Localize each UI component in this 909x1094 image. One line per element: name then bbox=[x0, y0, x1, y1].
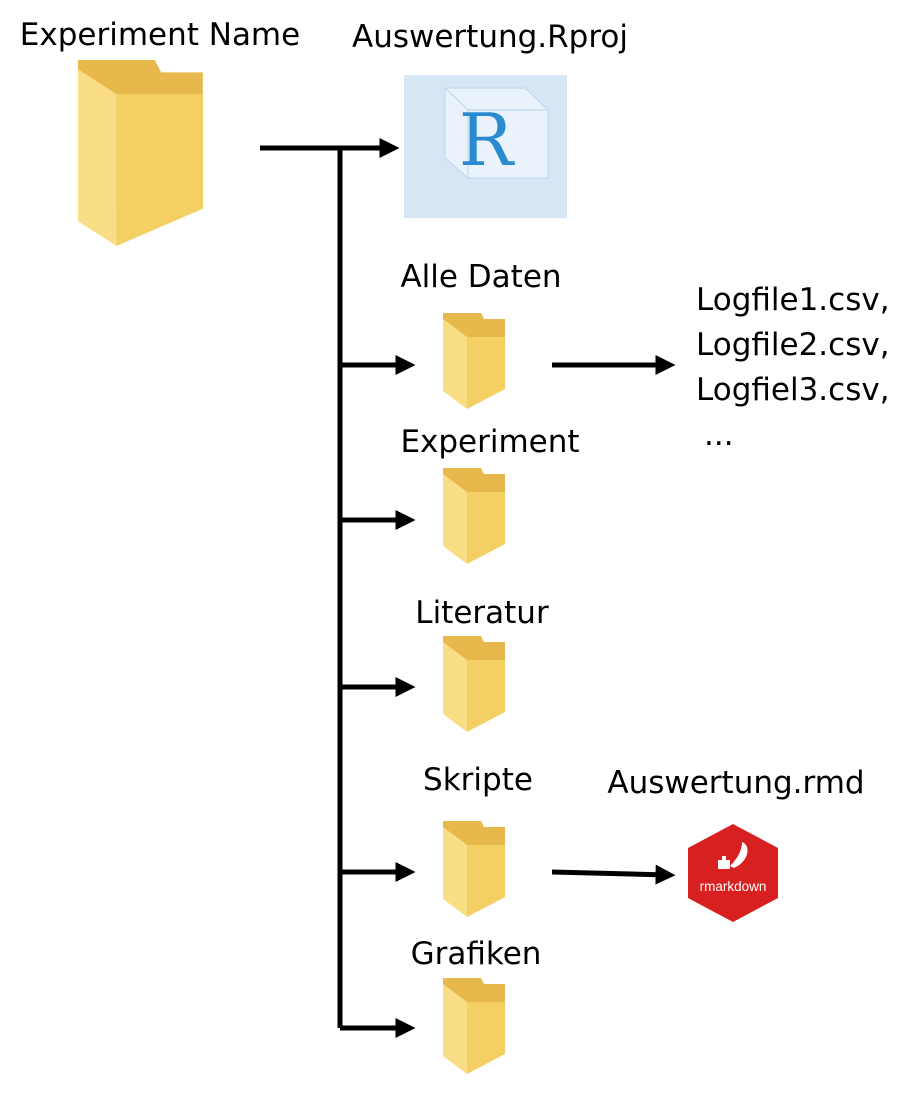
root-folder-label: Experiment Name bbox=[20, 17, 300, 53]
folder-icon-skripte[interactable] bbox=[443, 821, 505, 917]
folder-label-literatur: Literatur bbox=[415, 595, 549, 631]
logfile-item: Logfile2.csv, bbox=[696, 327, 890, 363]
folder-label-alle-daten: Alle Daten bbox=[400, 259, 561, 295]
folder-label-grafiken: Grafiken bbox=[411, 936, 542, 972]
rmarkdown-badge-text: rmarkdown bbox=[700, 879, 767, 894]
rmarkdown-icon[interactable]: rmarkdown bbox=[688, 824, 778, 922]
r-letter: R bbox=[459, 98, 515, 182]
project-file-label: Auswertung.Rproj bbox=[352, 19, 628, 55]
folder-icon-literatur[interactable] bbox=[443, 636, 505, 732]
arrow-to-rmd bbox=[551, 864, 676, 885]
folder-icon-experiment[interactable] bbox=[443, 468, 505, 564]
logfile-more: ... bbox=[704, 417, 734, 453]
r-project-icon[interactable]: R bbox=[404, 75, 567, 218]
root-folder-icon[interactable] bbox=[78, 60, 203, 246]
folder-icon-alle-daten[interactable] bbox=[443, 313, 505, 409]
logfile-item: Logfile1.csv, bbox=[696, 282, 890, 318]
folder-label-experiment: Experiment bbox=[400, 424, 579, 460]
logfile-item: Logfiel3.csv, bbox=[696, 372, 890, 408]
folder-label-skripte: Skripte bbox=[423, 762, 533, 798]
folder-icon-grafiken[interactable] bbox=[443, 978, 505, 1074]
rmd-file-label: Auswertung.rmd bbox=[607, 765, 864, 801]
